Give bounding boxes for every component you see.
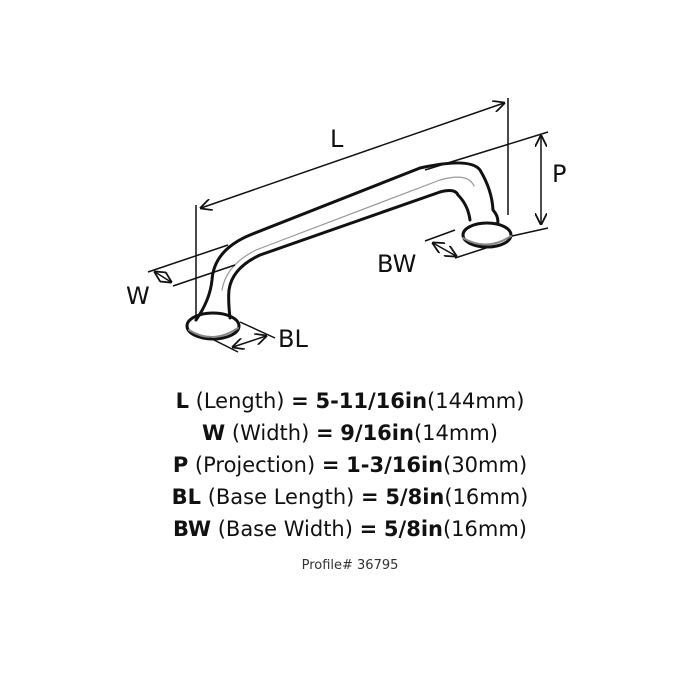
handle-outline bbox=[185, 161, 513, 341]
spec-width: W (Width) = 9/16in(14mm) bbox=[202, 421, 498, 445]
spec-base-width: BW (Base Width) = 5/8in(16mm) bbox=[173, 517, 527, 541]
label-base-length: BL bbox=[278, 325, 308, 353]
label-width: W bbox=[126, 282, 150, 310]
profile-number: Profile# 36795 bbox=[301, 558, 399, 573]
dimension-lines bbox=[147, 98, 549, 353]
cabinet-pull-diagram bbox=[147, 98, 549, 353]
label-projection: P bbox=[552, 160, 567, 188]
label-base-width: BW bbox=[377, 250, 417, 278]
spec-projection: P (Projection) = 1-3/16in(30mm) bbox=[172, 453, 528, 477]
spec-base-length: BL (Base Length) = 5/8in(16mm) bbox=[171, 485, 529, 509]
specifications-list: L (Length) = 5-11/16in(144mm) W (Width) … bbox=[0, 385, 700, 545]
spec-length: L (Length) = 5-11/16in(144mm) bbox=[175, 389, 525, 413]
label-length: L bbox=[330, 125, 344, 153]
